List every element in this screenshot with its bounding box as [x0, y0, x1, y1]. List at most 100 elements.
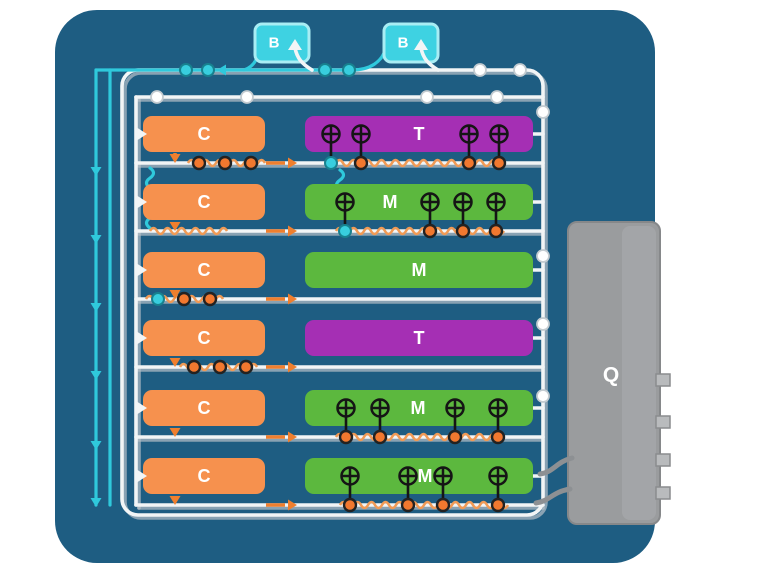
- q-block-body: [567, 221, 661, 525]
- orange-dot: [338, 429, 354, 445]
- white-dot: [536, 317, 550, 331]
- cyan-dot: [151, 292, 165, 306]
- xor-icon: [453, 192, 473, 212]
- white-dot: [536, 249, 550, 263]
- row-5: C M: [143, 390, 533, 426]
- q-connector-tab: [655, 486, 671, 500]
- m-block-label: M: [383, 192, 398, 212]
- t-block: [305, 320, 533, 356]
- orange-dot: [202, 291, 218, 307]
- xor-icon: [488, 398, 508, 418]
- orange-dot: [490, 429, 506, 445]
- m-block-label: M: [412, 260, 427, 280]
- orange-dot: [186, 359, 202, 375]
- orange-dot: [447, 429, 463, 445]
- orange-dot: [372, 429, 388, 445]
- row-2: C M: [143, 184, 533, 220]
- orange-dot: [488, 223, 504, 239]
- c-block: [143, 116, 265, 152]
- white-dot: [536, 105, 550, 119]
- xor-icon: [370, 398, 390, 418]
- white-dot: [513, 63, 527, 77]
- row-6: C M: [143, 458, 533, 494]
- shadow: [123, 71, 548, 520]
- m-block: [305, 458, 533, 494]
- b-blocks: B B: [253, 22, 440, 72]
- orange-dot: [435, 497, 451, 513]
- c-block: [143, 184, 265, 220]
- orange-dot: [212, 359, 228, 375]
- orange-dot: [491, 155, 507, 171]
- orange-dot: [243, 155, 259, 171]
- q-connector-tab: [655, 415, 671, 429]
- xor-icon: [398, 466, 418, 486]
- xor-icon: [488, 466, 508, 486]
- q-cable: [537, 455, 575, 477]
- white-dot: [536, 389, 550, 403]
- xor-icon: [459, 124, 479, 144]
- white-dot: [240, 90, 254, 104]
- m-block: [305, 390, 533, 426]
- xor-icon: [340, 466, 360, 486]
- c-block-label: C: [198, 124, 211, 144]
- xor-icon: [351, 124, 371, 144]
- cyan-dot: [318, 63, 332, 77]
- orange-dot: [353, 155, 369, 171]
- m-block-label: M: [418, 466, 433, 486]
- b-block-1: [253, 22, 311, 64]
- m-block-label: M: [411, 398, 426, 418]
- xor-icon: [486, 192, 506, 212]
- orange-dot: [455, 223, 471, 239]
- xor-icon: [445, 398, 465, 418]
- orange-dot: [176, 291, 192, 307]
- c-block-label: C: [198, 192, 211, 212]
- wire-into-b2: [419, 46, 440, 72]
- c-block: [143, 320, 265, 356]
- q-cables: [533, 455, 575, 506]
- q-block-highlight: [622, 226, 656, 520]
- orange-dot: [461, 155, 477, 171]
- cyan-dot: [324, 156, 338, 170]
- t-block-label: T: [414, 328, 425, 348]
- cyan-dot: [338, 224, 352, 238]
- orange-dot: [342, 497, 358, 513]
- m-block: [305, 252, 533, 288]
- c-block-label: C: [198, 260, 211, 280]
- orange-dot: [400, 497, 416, 513]
- c-block-label: C: [198, 466, 211, 486]
- xor-icon: [336, 398, 356, 418]
- orange-dot: [490, 497, 506, 513]
- orange-dot: [238, 359, 254, 375]
- row-3: C M: [143, 252, 533, 288]
- q-connector-tab: [655, 453, 671, 467]
- white-dot: [420, 90, 434, 104]
- orange-dot: [422, 223, 438, 239]
- c-block-label: C: [198, 328, 211, 348]
- wire-into-b1: [293, 46, 314, 72]
- c-block: [143, 458, 265, 494]
- t-block-label: T: [414, 124, 425, 144]
- orange-dot: [191, 155, 207, 171]
- orange-dot: [217, 155, 233, 171]
- q-block: Q: [567, 221, 671, 525]
- cyan-dot: [179, 63, 193, 77]
- white-dot: [473, 63, 487, 77]
- b-block-2: [382, 22, 440, 64]
- c-block: [143, 252, 265, 288]
- xor-icon: [335, 192, 355, 212]
- cyan-dot: [201, 63, 215, 77]
- b-label-1: B: [269, 35, 280, 52]
- white-dot: [490, 90, 504, 104]
- c-block-label: C: [198, 398, 211, 418]
- xor-icon: [489, 124, 509, 144]
- orange-arrows: [169, 153, 297, 511]
- q-cable: [533, 486, 573, 506]
- q-connector-tab: [655, 373, 671, 387]
- row-4: C T: [143, 320, 533, 356]
- white-dot: [150, 90, 164, 104]
- xor-icon: [321, 124, 341, 144]
- c-block: [143, 390, 265, 426]
- b-label-2: B: [398, 35, 409, 52]
